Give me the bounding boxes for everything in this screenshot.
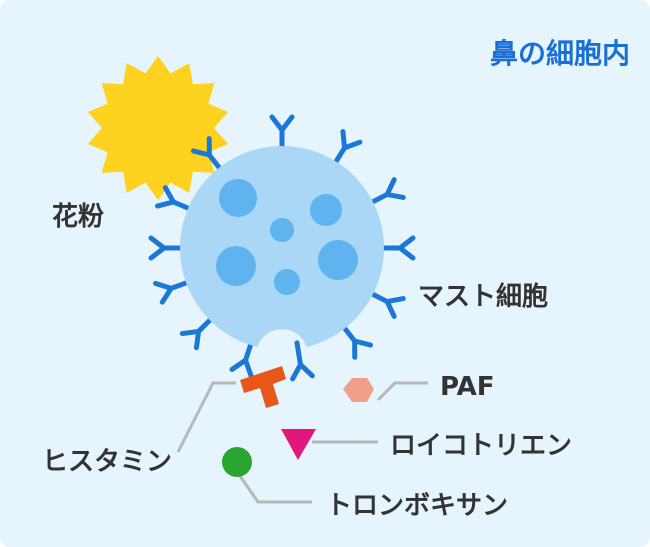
thromboxane-circle-icon [222,447,252,477]
granule [219,179,257,217]
granule [310,194,342,226]
paf-leader-line [376,381,428,402]
mast-cell-label: マスト細胞 [418,281,548,312]
granule [216,246,256,286]
leukotriene-label: ロイコトリエン [390,431,572,461]
granule [318,240,358,280]
histamine-leader-line [176,381,236,453]
leukotriene-triangle-icon [281,429,316,460]
histamine-t-shape-icon [240,366,286,408]
paf-hexagon-icon [343,378,374,402]
granule [270,218,294,242]
mast-cell-body [179,146,384,347]
paf-label: PAF [440,372,495,402]
y-receptor-icon [290,340,315,382]
thromboxane-label: トロンボキサン [326,491,508,521]
diagram-title: 鼻の細胞内 [490,37,630,70]
mast-cell-granules [216,179,358,295]
pollen-label: 花粉 [52,202,104,232]
thromboxane-leader-line [238,475,312,504]
granule [274,269,300,295]
histamine-label: ヒスタミン [42,447,172,477]
pollen-starburst-icon [87,56,229,200]
